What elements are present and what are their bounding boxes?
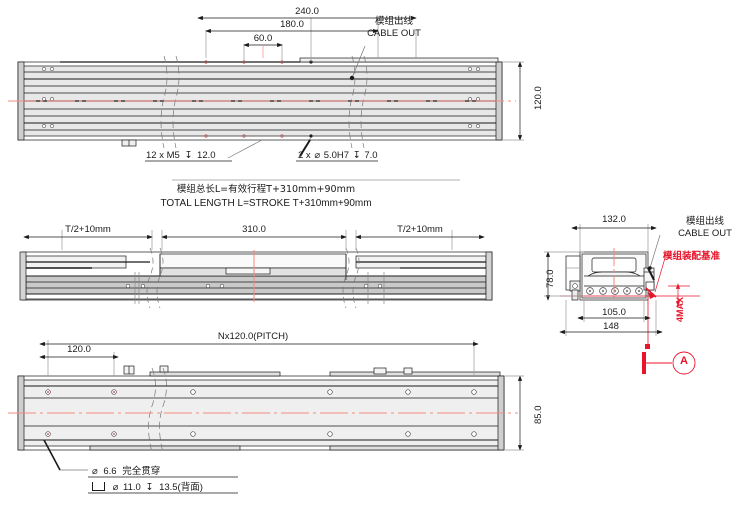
view-section-geometry [560, 248, 700, 375]
dim-label-148: 148 [603, 321, 619, 332]
callout-counterbore-dia: 11.0 [123, 482, 141, 493]
dim-label-180: 180.0 [280, 19, 304, 30]
cable-out-label-en: CABLE OUT [367, 28, 421, 39]
callout-through-hole: ⌀ 6.6 完全贯穿 [92, 466, 160, 477]
dim-label-78: 78.0 [545, 269, 556, 289]
view-top-dimensions [145, 15, 524, 162]
depth-symbol-icon: ↧ [352, 150, 361, 161]
view-section-dimensions [544, 224, 690, 336]
depth-symbol-icon: ↧ [145, 482, 154, 493]
view-top-geometry [8, 55, 516, 149]
callout-counterbore: ⌀ 11.0 ↧ 13.5(背面) [92, 482, 203, 493]
diameter-symbol-icon: ⌀ [92, 466, 98, 477]
dim-label-105: 105.0 [602, 307, 626, 318]
diameter-symbol-icon: ⌀ [314, 150, 321, 161]
datum-symbol-a: A [680, 355, 688, 367]
callout-counterbore-depth: 13.5(背面) [159, 482, 203, 493]
total-length-note-cn: 模组总长L=有效行程T+310mm+90mm [176, 184, 356, 195]
depth-symbol-icon: ↧ [184, 150, 193, 161]
diameter-symbol-icon: ⌀ [112, 482, 119, 493]
dim-label-132: 132.0 [602, 214, 626, 225]
max-gap-label: 4MAX [675, 296, 685, 322]
view-bottom-geometry [8, 365, 518, 453]
section-cable-out-en: CABLE OUT [678, 228, 732, 239]
callout-reamed-depth: 7.0 [364, 150, 378, 161]
callout-tapped-count: 12 x M5 [146, 150, 180, 161]
view-bottom-dimensions [39, 340, 524, 494]
view-middle-dimensions [23, 179, 485, 250]
dim-label-height-85: 85.0 [533, 405, 544, 425]
section-cable-out-cn: 模组出线 [685, 216, 725, 227]
total-length-note-en: TOTAL LENGTH L=STROKE T+310mm+90mm [160, 198, 372, 209]
callout-reamed-dia: 5.0H7 [323, 150, 350, 161]
dim-label-240: 240.0 [295, 6, 319, 17]
dim-label-stroke-left: T/2+10mm [65, 224, 111, 235]
callout-tapped-depth: 12.0 [197, 150, 216, 161]
callout-through-note: 完全贯穿 [122, 466, 161, 477]
dim-label-310: 310.0 [242, 224, 266, 235]
callout-reamed-holes: 2 x ⌀ 5.0H7 ↧ 7.0 [298, 150, 378, 161]
dim-label-60: 60.0 [253, 33, 273, 44]
callout-tapped-holes: 12 x M5 ↧ 12.0 [146, 150, 216, 161]
cable-out-label-cn: 模组出线 [374, 16, 414, 27]
counterbore-symbol-icon [92, 482, 105, 491]
dim-label-pitch: Nx120.0(PITCH) [217, 331, 289, 342]
dim-label-120: 120.0 [67, 344, 91, 355]
dim-label-height-120: 120.0 [533, 86, 544, 110]
assembly-datum-note: 模组装配基准 [663, 251, 721, 262]
view-middle-geometry [19, 247, 493, 309]
callout-through-dia: 6.6 [103, 466, 117, 477]
dim-label-stroke-right: T/2+10mm [397, 224, 443, 235]
callout-reamed-count: 2 x [298, 150, 311, 161]
